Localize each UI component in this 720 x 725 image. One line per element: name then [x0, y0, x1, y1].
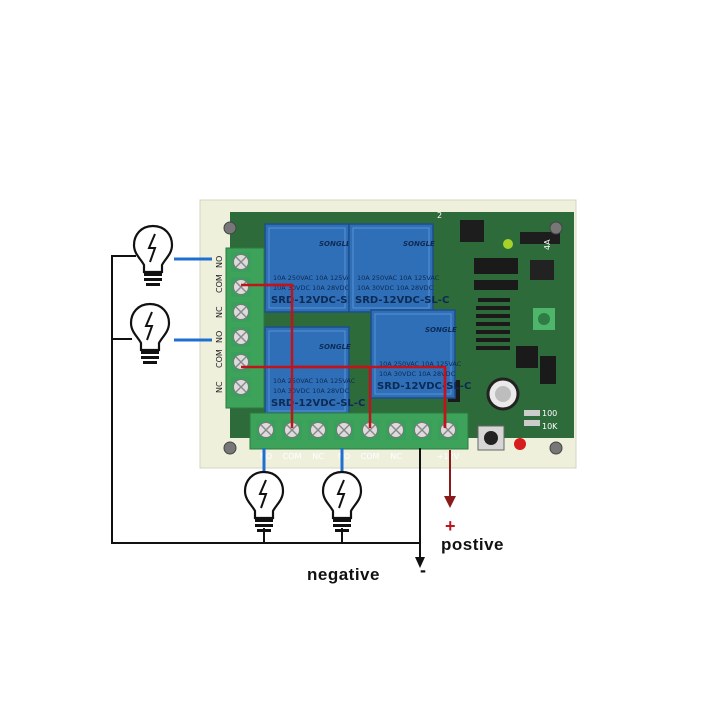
terminal-screw[interactable] — [307, 419, 329, 441]
left-terminal-label: COM — [215, 274, 224, 293]
positive-arrow — [444, 496, 456, 508]
bottom-terminal-label: COM — [283, 452, 302, 461]
pcb-components — [448, 220, 560, 451]
terminal-screw[interactable] — [385, 419, 407, 441]
relay-brand: SONGLE — [403, 240, 435, 248]
positive-sign: + — [445, 516, 457, 536]
relay-brand: SONGLE — [319, 343, 351, 351]
relay-rating: 10A 30VDC 10A 28VDC — [273, 387, 350, 395]
bottom-terminal-label: NC — [312, 452, 324, 461]
terminal-screw[interactable] — [230, 276, 252, 298]
blue-wires — [174, 257, 344, 472]
bottom-terminal-label: NC — [390, 452, 402, 461]
left-terminal-label: NC — [215, 306, 224, 318]
bottom-terminal-label: +12V — [437, 452, 460, 461]
relay-rating: 10A 250VAC 10A 125VAC — [379, 360, 462, 368]
relay-rating: 10A 250VAC 10A 125VAC — [357, 274, 440, 282]
relay-rating: 10A 30VDC 10A 28VDC — [273, 284, 350, 292]
relay-rating: 10A 30VDC 10A 28VDC — [379, 370, 456, 378]
bulb-bottom-left-icon — [243, 470, 285, 534]
bottom-terminal-label: NO — [260, 452, 272, 461]
relay-2: SONGLE 10A 250VAC 10A 125VAC 10A 30VDC 10A… — [348, 223, 449, 313]
bulb-left-bottom-icon — [129, 302, 171, 366]
bottom-terminal-label: NO — [338, 452, 350, 461]
bulb-bottom-right-icon — [321, 470, 363, 534]
negative-label: negative — [307, 565, 380, 584]
relay-3: SONGLE 10A 250VAC 10A 125VAC 10A 30VDC 10A… — [264, 326, 365, 416]
relay-1: SONGLE 10A 250VAC 10A 125VAC 10A 30VDC 10A… — [264, 223, 365, 313]
terminal-screw[interactable] — [230, 301, 252, 323]
left-terminal-label: NC — [215, 381, 224, 393]
relay-model: SRD-12VDC-SL-C — [355, 295, 449, 306]
terminal-screw[interactable] — [411, 419, 433, 441]
mark-r2: 10K — [542, 422, 558, 431]
mark-c1: 2 — [437, 211, 442, 220]
terminal-screw[interactable] — [437, 419, 459, 441]
mounting-holes — [223, 221, 563, 455]
relay-rating: 10A 250VAC 10A 125VAC — [273, 377, 356, 385]
relay-rating: 10A 30VDC 10A 28VDC — [357, 284, 434, 292]
relay-brand: SONGLE — [425, 326, 457, 334]
left-terminal-label: NO — [215, 256, 224, 268]
relay-model: SRD-12VDC-SL-C — [271, 295, 365, 306]
mark-c2: 4A — [543, 239, 552, 250]
left-terminal-label: COM — [215, 349, 224, 368]
positive-label: postive — [441, 535, 505, 554]
terminal-screw[interactable] — [230, 251, 252, 273]
terminal-screw[interactable] — [230, 351, 252, 373]
terminal-screw[interactable] — [230, 376, 252, 398]
left-terminal-label: NO — [215, 331, 224, 343]
terminal-screw[interactable] — [333, 419, 355, 441]
bottom-terminal-label: COM — [361, 452, 380, 461]
relay-rating: 10A 250VAC 10A 125VAC — [273, 274, 356, 282]
terminal-screw[interactable] — [255, 419, 277, 441]
relay-brand: SONGLE — [319, 240, 351, 248]
mark-r1: 100 — [542, 409, 557, 418]
negative-arrow — [415, 557, 425, 568]
relay-model: SRD-12VDC-SL-C — [377, 381, 471, 392]
negative-sign: - — [420, 560, 427, 580]
relay-4: SONGLE 10A 250VAC 10A 125VAC 10A 30VDC 10A… — [370, 309, 471, 399]
terminal-screw[interactable] — [230, 326, 252, 348]
red-jumper-wires — [241, 283, 447, 428]
bulb-left-top-icon — [132, 224, 174, 288]
relay-model: SRD-12VDC-SL-C — [271, 398, 365, 409]
